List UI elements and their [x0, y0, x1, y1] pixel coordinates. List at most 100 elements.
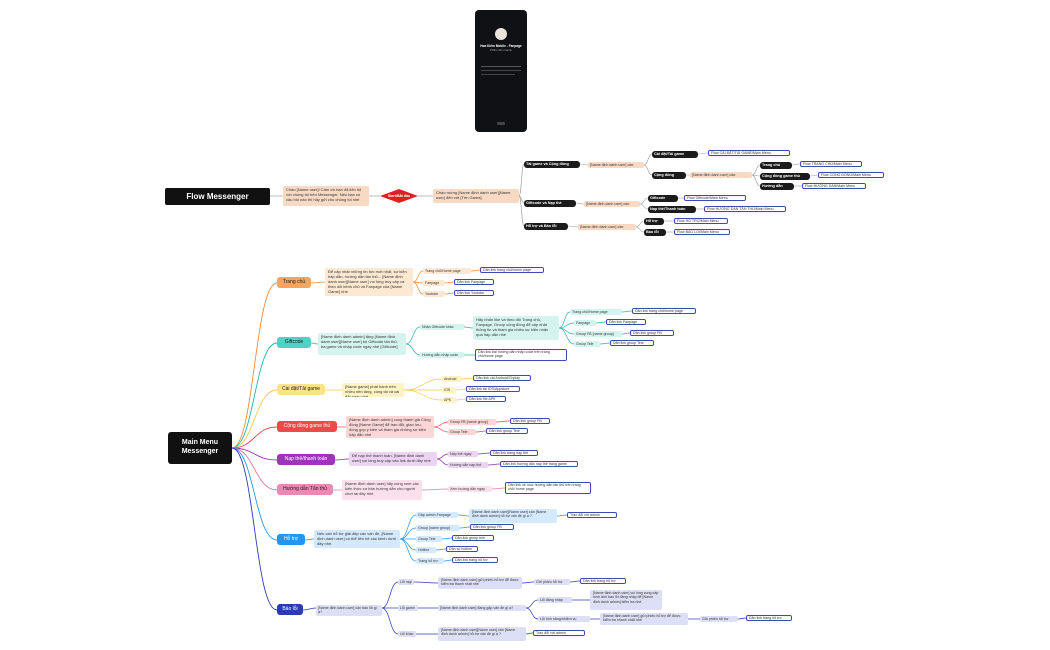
giftcode-huong-dan-link[interactable]: Dẫn link bài hướng dẫn nhập code trên tr…	[475, 349, 567, 361]
link-tan-thu[interactable]: Dẫn link về mục hướng dẫn tân thủ trên t…	[505, 482, 591, 494]
loi-tinh-nang-v: [Name định danh user] gửi phiếu hỗ trợ đ…	[600, 613, 688, 625]
branch-ho-tro	[231, 447, 278, 541]
branch-cong-dong	[231, 426, 278, 449]
ho-tro-admin-q: [Name định danh user][Name user] cần [Na…	[469, 509, 557, 523]
flow-trang-chu[interactable]: Flow TRANG CHỦ/Main Menu	[800, 161, 862, 168]
connector-line	[413, 581, 439, 584]
flow-nap-the[interactable]: Flow HƯỚNG DẪN TÂN THỦ/Main Menu	[704, 206, 786, 213]
connector-line	[495, 420, 511, 423]
link-hotline[interactable]: Dẫn số hotline	[446, 546, 478, 553]
flow-bao-loi[interactable]: Flow BÁO LỖI/Main Menu	[674, 229, 730, 236]
flow-cong-dong[interactable]: Flow CỘNG ĐỒNG/Main Menu	[818, 172, 884, 179]
link-nap-the[interactable]: Dẫn link trang nạp thẻ	[490, 450, 538, 457]
link-cong-dong-fb[interactable]: Dẫn link group FB	[510, 418, 550, 425]
loi-nap-phieu: Gửi phiếu hỗ trợ	[534, 579, 570, 586]
connector-line	[436, 453, 449, 460]
branch-giftcode-topup[interactable]: Giftcode và Nạp thẻ	[524, 200, 576, 207]
link-ho-tro-tele[interactable]: Dẫn link group tele	[452, 535, 494, 542]
loi-khac-chat[interactable]: Trao đổi với admin	[533, 630, 585, 637]
connector-line	[579, 163, 589, 166]
connector-line	[737, 617, 747, 620]
branch-tan-thu	[231, 447, 278, 491]
sub-cong-dong-game[interactable]: Cộng đồng game thủ	[760, 173, 810, 180]
sub-giftcode[interactable]: Giftcode	[648, 195, 678, 202]
connector-line	[436, 458, 449, 466]
menu-nap-the[interactable]: Nạp thẻ/thanh toán	[277, 454, 335, 465]
sub-trang-chu[interactable]: Trang chủ	[760, 162, 792, 169]
link-loi-nap[interactable]: Dẫn link trang hỗ trợ	[580, 578, 626, 585]
sub-ho-tro[interactable]: Hỗ trợ	[644, 218, 664, 225]
sub-cong-dong[interactable]: Cộng đồng	[652, 172, 686, 179]
connector-line	[791, 163, 801, 166]
avatar-icon	[495, 28, 507, 40]
menu-tan-thu[interactable]: Hướng dẫn Tân thủ	[277, 484, 333, 495]
flow-huong-dan[interactable]: Flow HƯỚNG DẪN/Main Menu	[802, 183, 866, 190]
connector-line	[412, 281, 424, 295]
link-youtube[interactable]: Dẫn link Youtube	[454, 290, 494, 297]
loi-tinh-nang: Lỗi tính năng/nhiệm vụ	[538, 616, 590, 623]
menu-cong-dong[interactable]: Cộng đồng game thủ	[277, 421, 337, 432]
intro-message: Chào [Name user]! Cám ơn bạn đã liên hệ …	[283, 186, 369, 206]
link-apk[interactable]: Dẫn link file APK	[466, 396, 506, 403]
menu-cai-dat[interactable]: Cài đặt/Tải game	[277, 384, 325, 395]
link-android[interactable]: Dẫn link cài Android/Chplay	[473, 375, 531, 382]
sub-cai-dat[interactable]: Cài đặt/Tải game	[652, 151, 698, 158]
menu-bao-loi[interactable]: Báo lỗi	[277, 604, 303, 615]
connector-line	[381, 607, 399, 635]
ho-tro-trang: Trang hỗ trợ	[416, 558, 444, 565]
nap-the-huong-dan: Hướng dẫn nạp thẻ	[448, 462, 488, 469]
connector-line	[751, 174, 761, 187]
tan-thu-xem: Xem hướng dẫn ngay	[448, 486, 492, 493]
connector-line	[697, 152, 709, 155]
branch-download-community[interactable]: Tải game và Cộng đồng	[524, 161, 580, 168]
connector-line	[433, 426, 449, 433]
sub-nap-the[interactable]: Nạp thẻ/Thanh toán	[648, 206, 696, 213]
link-homepage[interactable]: Dẫn link trang chủ/home page	[480, 267, 544, 274]
flow-giftcode[interactable]: Flow Giftcode/Main Menu	[684, 195, 746, 202]
link-trang-ho-tro[interactable]: Dẫn link trang hỗ trợ	[452, 557, 498, 564]
nap-the-ngay: Nạp thẻ ngay	[448, 451, 478, 458]
flow-cai-dat[interactable]: Flow CÀI ĐẶT/TẢI GAME/Main Menu	[708, 150, 790, 157]
link-loi-tinh-nang[interactable]: Dẫn link trang hỗ trợ	[746, 615, 792, 622]
link-fanpage[interactable]: Dẫn link Fanpage	[454, 279, 494, 286]
sub-bao-loi[interactable]: Báo lỗi	[644, 229, 666, 236]
connector-line	[459, 526, 471, 529]
giftcode-item-homepage: Trang chủ/Home page	[570, 309, 622, 316]
connector-line	[403, 389, 443, 401]
connector-line	[475, 430, 487, 433]
loi-nap: Lỗi nạp	[398, 579, 414, 586]
sub-huong-dan[interactable]: Hướng dẫn	[760, 183, 794, 190]
giftcode-link-fanpage[interactable]: Dẫn link Fanpage	[606, 319, 646, 326]
ho-tro-group-tele: Group Tele	[416, 536, 442, 543]
connector-line	[558, 322, 575, 329]
giftcode-link-group-tele[interactable]: Dẫn link group Tele	[610, 340, 654, 347]
connector-line	[421, 488, 449, 491]
connector-line	[567, 225, 579, 228]
giftcode-link-group-fb[interactable]: Dẫn link group FB	[630, 330, 674, 337]
link-ios[interactable]: Dẫn link tải IOS/Appstore	[466, 386, 520, 393]
loi-game: Lỗi game	[398, 605, 418, 612]
connector-line	[487, 463, 501, 466]
connector-line	[381, 581, 399, 609]
branch-support-bug[interactable]: Hỗ trợ và Báo lỗi	[524, 223, 568, 230]
link-cong-dong-tele[interactable]: Dẫn link group Tele	[486, 428, 528, 435]
giftcode-link-homepage[interactable]: Dẫn link trang chủ/home page	[632, 308, 696, 315]
greeting-message: Chào mừng [Name định danh user][Name use…	[433, 189, 519, 203]
menu-trang-chu[interactable]: Trang chủ	[277, 277, 311, 288]
connector-line	[433, 421, 449, 428]
ho-tro-desc: Nếu cần hỗ trợ giải đáp các vấn đề, [Nam…	[314, 530, 400, 548]
connector-line	[643, 153, 653, 166]
define-1: [Name định danh user] cần:	[588, 162, 644, 169]
connector-line	[569, 580, 581, 583]
connector-line	[521, 581, 535, 584]
connector-line	[399, 514, 417, 540]
link-ho-tro-group[interactable]: Dẫn link group FB	[470, 524, 514, 531]
menu-giftcode[interactable]: Giftcode	[277, 337, 311, 348]
loi-nap-q: [Name định danh user] gửi phiếu hỗ trợ đ…	[438, 577, 522, 589]
link-huong-dan-nap-the[interactable]: Dẫn link hướng dẫn nạp thẻ trang game	[500, 461, 578, 468]
connector-line	[461, 377, 474, 380]
ho-tro-admin-chat[interactable]: Trao đổi với admin	[567, 512, 617, 519]
trang-chu-desc: Để cập nhật những tin tức mới nhất, sự k…	[325, 268, 413, 296]
menu-ho-tro[interactable]: Hỗ trợ	[277, 534, 305, 545]
flow-ho-tro[interactable]: Flow HỖ TRỢ/Main Menu	[674, 218, 728, 225]
